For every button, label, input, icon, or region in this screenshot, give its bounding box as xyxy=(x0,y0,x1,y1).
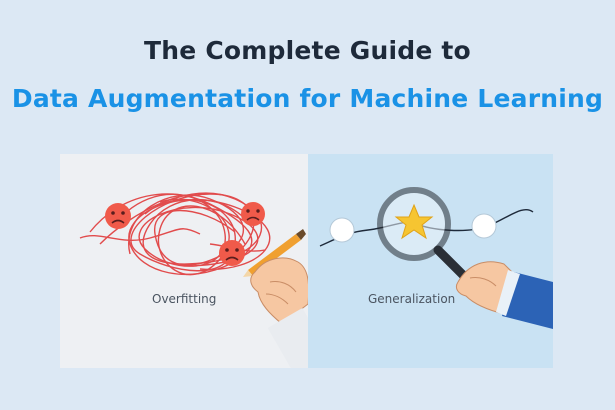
data-point-icon xyxy=(329,217,355,243)
overfitting-label: Overfitting xyxy=(152,292,217,306)
page-title-line-2: Data Augmentation for Machine Learning xyxy=(11,84,604,113)
overfitting-illustration xyxy=(79,192,308,368)
sad-face-icon xyxy=(105,203,131,229)
scribble-lines xyxy=(79,192,271,276)
generalization-panel: Generalization xyxy=(308,154,553,368)
generalization-illustration xyxy=(319,187,553,329)
pencil-in-hand-icon xyxy=(243,229,308,368)
page-title-line-1: The Complete Guide to xyxy=(144,36,471,65)
hand-icon xyxy=(455,261,553,329)
sad-face-icon xyxy=(241,202,265,226)
sad-face-icon xyxy=(219,240,245,266)
data-point-icon xyxy=(471,213,497,239)
star-icon xyxy=(394,203,434,240)
generalization-label: Generalization xyxy=(368,292,456,306)
overfitting-panel: Overfitting xyxy=(60,154,308,368)
